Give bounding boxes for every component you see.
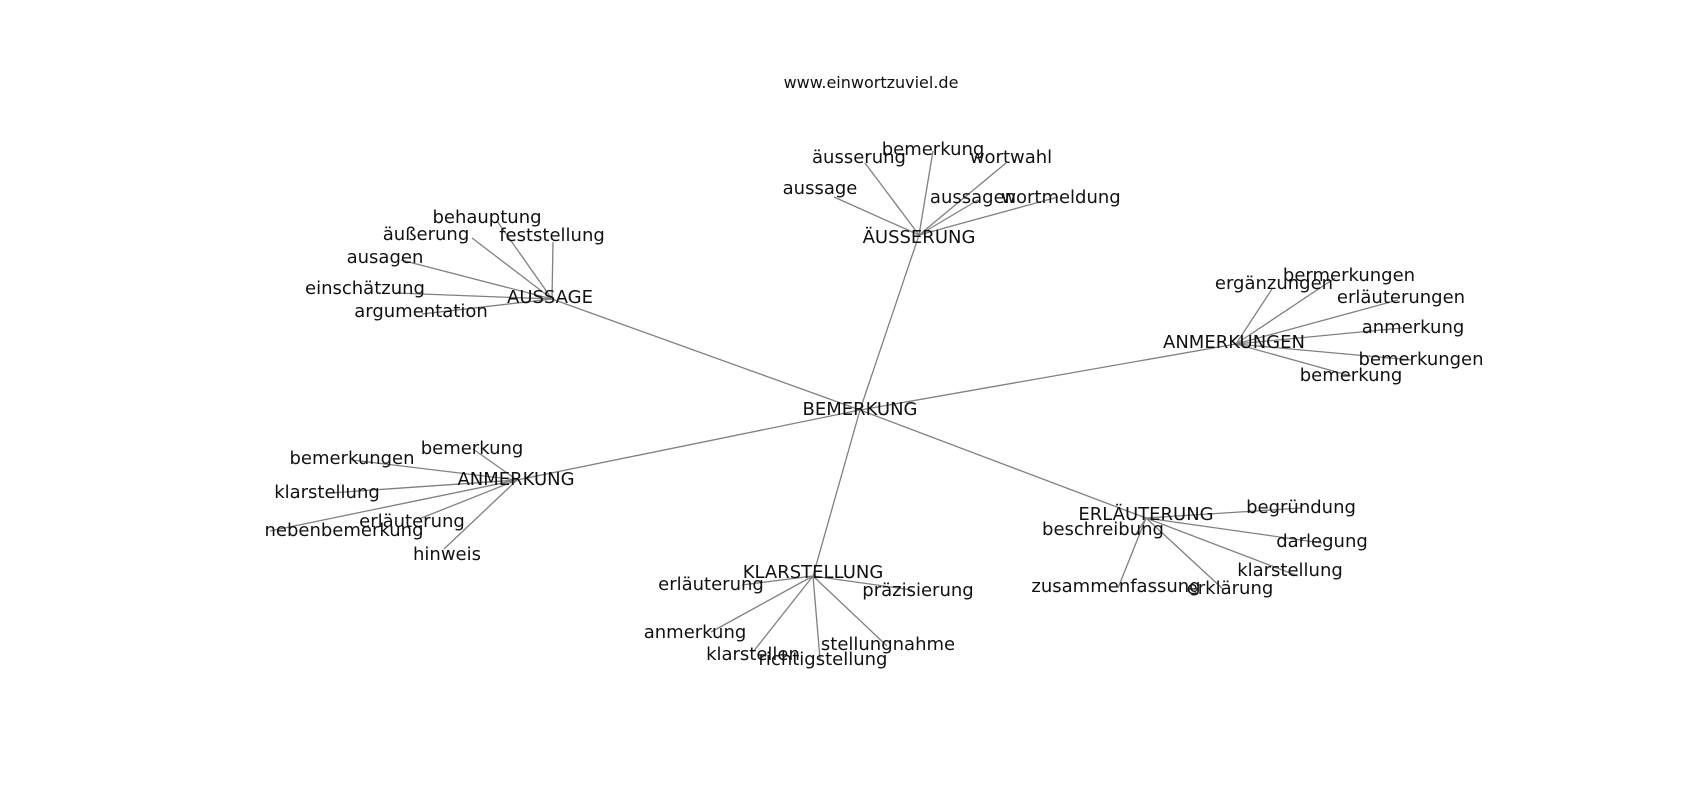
edge-root-to-hub (859, 409, 1147, 519)
edge-hub-to-leaf (1235, 327, 1403, 345)
edges-layer (269, 150, 1413, 660)
leaf-node-label: ausagen (347, 247, 424, 268)
leaf-node-label: aussage (783, 178, 858, 199)
edge-hub-to-leaf (918, 150, 934, 236)
edge-hub-to-leaf (918, 196, 1059, 236)
edge-hub-to-leaf (471, 237, 553, 300)
leaf-node-label: behauptung (432, 207, 541, 228)
leaf-node-label: nebenbemerkung (264, 520, 423, 541)
leaf-node-label: beschreibung (1042, 519, 1164, 540)
edge-hub-to-leaf (864, 162, 920, 236)
leaf-node-label: zusammenfassung (1031, 576, 1200, 597)
leaf-node-label: bemerkung (421, 438, 524, 459)
edge-hub-to-leaf (496, 220, 553, 300)
edge-hub-to-leaf (395, 292, 553, 300)
edge-hub-to-leaf (443, 479, 518, 550)
edge-root-to-hub (859, 343, 1237, 411)
leaf-node-label: feststellung (499, 225, 605, 246)
leaf-node-label: begründung (1246, 497, 1356, 518)
edge-hub-to-leaf (812, 575, 913, 591)
edge-hub-to-leaf (1235, 288, 1273, 345)
edge-hub-to-leaf (752, 575, 814, 653)
leaf-node-label: wortmeldung (1001, 187, 1120, 208)
hub-node-label: ÄUSSERUNG (863, 227, 976, 248)
edge-hub-to-leaf (1235, 277, 1336, 345)
leaf-node-label: äußerung (383, 224, 470, 245)
edge-hub-to-leaf (918, 162, 1007, 236)
edge-hub-to-leaf (1145, 507, 1303, 519)
leaf-node-label: darlegung (1276, 531, 1368, 552)
edge-hub-to-leaf (1117, 517, 1147, 589)
hub-node-label: ANMERKUNGEN (1163, 332, 1305, 353)
edge-hub-to-leaf (269, 479, 518, 532)
edge-hub-to-leaf (329, 479, 518, 494)
edge-hub-to-leaf (918, 199, 979, 236)
leaf-node-label: ergänzungen (1215, 273, 1333, 294)
hub-node-label: AUSSAGE (507, 287, 593, 308)
leaf-node-label: anmerkung (1362, 317, 1465, 338)
edge-hub-to-leaf (418, 479, 518, 520)
hub-node-label: ERLÄUTERUNG (1078, 504, 1213, 525)
leaf-node-label: klarstellung (1237, 560, 1343, 581)
edge-hub-to-leaf (1145, 517, 1299, 577)
edge-hub-to-leaf (741, 575, 814, 586)
leaf-node-label: präzisierung (862, 580, 973, 601)
leaf-node-label: erläuterungen (1337, 287, 1465, 308)
edge-root-to-hub (516, 409, 861, 481)
edge-root-to-hub (812, 409, 861, 577)
leaf-node-label: bemerkungen (289, 448, 414, 469)
leaf-node-label: erläuterung (658, 574, 764, 595)
leaf-node-label: erläuterung (359, 511, 465, 532)
edge-hub-to-leaf (710, 575, 814, 633)
edge-hub-to-leaf (421, 298, 553, 315)
edge-root-to-hub (859, 234, 920, 411)
site-url-header: www.einwortzuviel.de (784, 73, 959, 92)
edge-hub-to-leaf (833, 196, 920, 236)
edge-hub-to-leaf (400, 259, 553, 300)
edge-hub-to-leaf (1235, 299, 1399, 345)
leaf-node-label: stellungnahme (821, 634, 955, 655)
leaf-node-label: richtigstellung (759, 649, 888, 670)
leaf-node-label: hinweis (413, 544, 481, 565)
edge-hub-to-leaf (812, 575, 821, 660)
leaf-node-label: argumentation (354, 301, 488, 322)
edge-hub-to-leaf (812, 575, 888, 647)
leaf-node-label: bemerkung (1300, 365, 1403, 386)
root-node-label: BEMERKUNG (802, 399, 917, 420)
leaf-node-label: klarstellen (706, 644, 800, 665)
leaf-node-label: anmerkung (644, 622, 747, 643)
leaf-node-label: aussagen (930, 187, 1016, 208)
leaf-node-label: erklärung (1187, 578, 1274, 599)
edge-hub-to-leaf (351, 459, 518, 481)
leaf-node-label: wortwahl (970, 147, 1052, 168)
hub-node-label: KLARSTELLUNG (743, 562, 884, 583)
labels-layer: BEMERKUNGÄUSSERUNGäusserungbemerkungwort… (264, 139, 1483, 670)
edge-hub-to-leaf (472, 448, 518, 481)
edge-hub-to-leaf (1235, 343, 1413, 361)
leaf-node-label: klarstellung (274, 482, 380, 503)
leaf-node-label: bemerkungen (1358, 349, 1483, 370)
edge-hub-to-leaf (551, 241, 554, 300)
edge-hub-to-leaf (1145, 517, 1225, 591)
edge-hub-to-leaf (1235, 343, 1352, 377)
hub-node-label: ANMERKUNG (457, 469, 574, 490)
leaf-node-label: einschätzung (305, 278, 425, 299)
leaf-node-label: bemerkung (882, 139, 985, 160)
edge-root-to-hub (551, 298, 861, 411)
leaf-node-label: bermerkungen (1283, 265, 1415, 286)
leaf-node-label: äusserung (812, 147, 906, 168)
edge-hub-to-leaf (1145, 517, 1323, 544)
